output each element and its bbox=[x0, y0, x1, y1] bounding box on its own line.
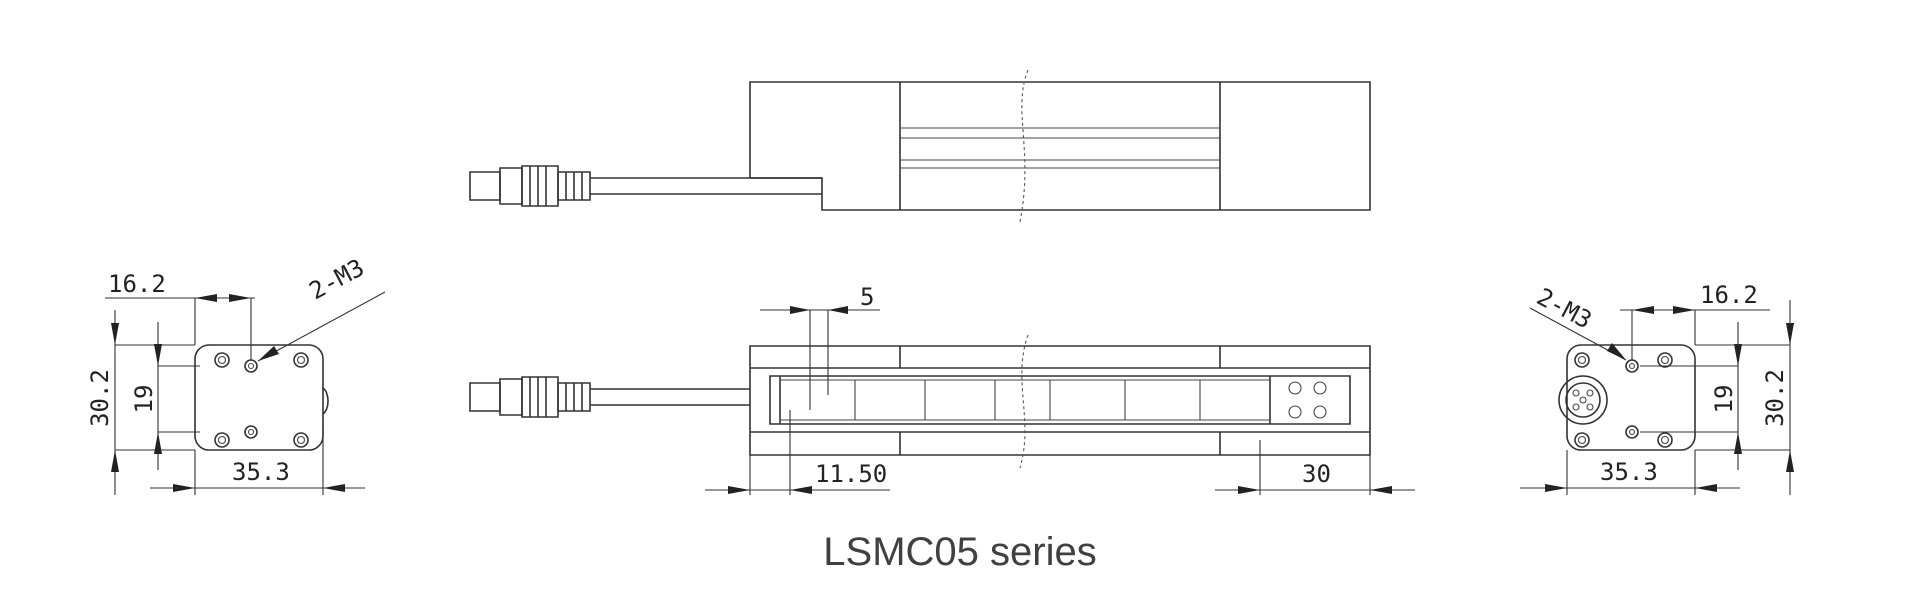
left-hole-label: 2-M3 bbox=[305, 253, 369, 305]
bottom-view-connector bbox=[469, 376, 750, 418]
dim-offset: 11.50 bbox=[705, 410, 890, 495]
dim-offset-label: 11.50 bbox=[815, 460, 887, 488]
left-dim-top-label: 16.2 bbox=[108, 270, 166, 298]
right-end-view: 2-M3 16.2 19 30.2 35.3 bbox=[1520, 281, 1794, 495]
left-dim-height-label: 30.2 bbox=[86, 369, 114, 427]
right-dim-width-label: 35.3 bbox=[1600, 458, 1658, 486]
top-view-connector bbox=[469, 165, 822, 207]
left-end-view: 2-M3 16.2 30.2 19 35.3 bbox=[86, 253, 386, 495]
dim-slot-label: 5 bbox=[860, 283, 874, 311]
bottom-view: 5 11.50 30 bbox=[469, 283, 1415, 495]
left-dim-inner-label: 19 bbox=[130, 385, 158, 414]
dim-end: 30 bbox=[1215, 440, 1415, 495]
dim-slot: 5 bbox=[760, 283, 880, 410]
top-view bbox=[469, 69, 1371, 223]
right-dim-inner-label: 19 bbox=[1710, 385, 1738, 414]
right-dim-top-label: 16.2 bbox=[1700, 281, 1758, 309]
bottom-view-body bbox=[749, 334, 1371, 469]
right-dim-height-label: 30.2 bbox=[1761, 369, 1789, 427]
dim-end-label: 30 bbox=[1302, 460, 1331, 488]
figure-caption: LSMC05 series bbox=[823, 530, 1097, 574]
connector-socket-icon bbox=[1558, 375, 1608, 425]
left-dim-width-label: 35.3 bbox=[232, 458, 290, 486]
top-view-body bbox=[749, 69, 1371, 223]
